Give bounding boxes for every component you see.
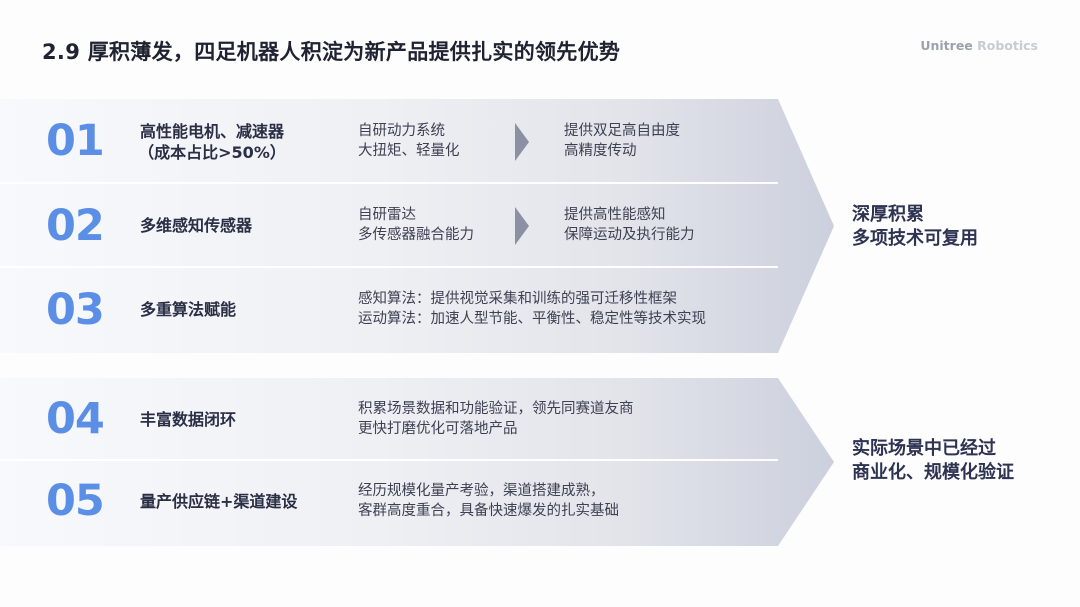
desc-line1: 自研动力系统 <box>358 123 445 139</box>
page-title: 2.9 厚积薄发，四足机器人积淀为新产品提供扎实的领先优势 <box>42 40 621 64</box>
commercial-validation-band: 04 丰富数据闭环 积累场景数据和功能验证，领先同赛道友商 更快打磨优化可落地产… <box>0 378 840 546</box>
brand-name-unitree: Unitree <box>920 38 973 53</box>
result-line2: 保障运动及执行能力 <box>564 227 695 243</box>
desc-line1: 自研雷达 <box>358 207 416 223</box>
item-name-line1: 高性能电机、减速器 <box>139 122 284 141</box>
item-number: 04 <box>46 394 105 444</box>
result-line2: 高精度传动 <box>564 143 637 159</box>
tech-accumulation-band: 01 高性能电机、减速器 （成本占比>50%） 自研动力系统 大扭矩、轻量化 提… <box>0 99 840 353</box>
item-description: 经历规模化量产考验，渠道搭建成熟， 客群高度重合，具备快速爆发的扎实基础 <box>358 481 619 521</box>
desc-line1: 经历规模化量产考验，渠道搭建成熟， <box>358 483 605 499</box>
row-divider <box>0 182 778 184</box>
item-number: 02 <box>46 201 105 251</box>
list-item-02: 02 多维感知传感器 自研雷达 多传感器融合能力 提供高性能感知 保障运动及执行… <box>0 183 778 267</box>
desc-line1: 积累场景数据和功能验证，领先同赛道友商 <box>358 401 634 417</box>
item-name: 量产供应链+渠道建设 <box>140 492 298 511</box>
desc-line2: 客群高度重合，具备快速爆发的扎实基础 <box>358 503 619 519</box>
arrow-band-shape <box>0 378 834 546</box>
item-description: 感知算法：提供视觉采集和训练的强可迁移性框架 运动算法：加速人型节能、平衡性、稳… <box>358 289 706 329</box>
item-name-line2: （成本占比>50%） <box>138 143 286 162</box>
conclusion-line1: 实际场景中已经过 <box>852 438 996 459</box>
conclusion-tech-reuse: 深厚积累 多项技术可复用 <box>852 203 978 251</box>
item-name: 多重算法赋能 <box>140 300 237 319</box>
desc-line2: 更快打磨优化可落地产品 <box>358 421 518 437</box>
item-name: 丰富数据闭环 <box>140 410 237 429</box>
brand-name-robotics: Robotics <box>977 38 1038 53</box>
row-divider <box>0 459 778 461</box>
arrow-band-shape <box>0 99 834 353</box>
list-item-03: 03 多重算法赋能 感知算法：提供视觉采集和训练的强可迁移性框架 运动算法：加速… <box>0 267 778 353</box>
item-description: 积累场景数据和功能验证，领先同赛道友商 更快打磨优化可落地产品 <box>358 399 634 439</box>
item-result: 提供高性能感知 保障运动及执行能力 <box>564 205 695 245</box>
conclusion-commercial-validation: 实际场景中已经过 商业化、规模化验证 <box>852 437 1014 485</box>
desc-line1: 感知算法：提供视觉采集和训练的强可迁移性框架 <box>358 291 677 307</box>
item-name: 多维感知传感器 <box>140 216 253 235</box>
list-item-01: 01 高性能电机、减速器 （成本占比>50%） 自研动力系统 大扭矩、轻量化 提… <box>0 99 778 183</box>
list-item-05: 05 量产供应链+渠道建设 经历规模化量产考验，渠道搭建成熟， 客群高度重合，具… <box>0 460 778 546</box>
item-description: 自研雷达 多传感器融合能力 <box>358 205 474 245</box>
conclusion-line1: 深厚积累 <box>852 204 924 225</box>
row-divider <box>0 266 778 268</box>
result-line1: 提供高性能感知 <box>564 207 666 223</box>
conclusion-line2: 商业化、规模化验证 <box>852 462 1014 483</box>
conclusion-line2: 多项技术可复用 <box>852 228 978 249</box>
list-item-04: 04 丰富数据闭环 积累场景数据和功能验证，领先同赛道友商 更快打磨优化可落地产… <box>0 378 778 460</box>
desc-line2: 运动算法：加速人型节能、平衡性、稳定性等技术实现 <box>358 311 706 327</box>
arrow-right-icon <box>515 207 529 245</box>
item-description: 自研动力系统 大扭矩、轻量化 <box>358 121 460 161</box>
item-number: 05 <box>46 476 105 526</box>
item-name: 高性能电机、减速器 （成本占比>50%） <box>132 121 292 163</box>
arrow-right-icon <box>515 123 529 161</box>
brand-logo: Unitree Robotics <box>920 38 1038 53</box>
desc-line2: 大扭矩、轻量化 <box>358 143 460 159</box>
desc-line2: 多传感器融合能力 <box>358 227 474 243</box>
item-number: 03 <box>46 285 105 335</box>
result-line1: 提供双足高自由度 <box>564 123 680 139</box>
item-result: 提供双足高自由度 高精度传动 <box>564 121 680 161</box>
item-number: 01 <box>46 116 105 166</box>
